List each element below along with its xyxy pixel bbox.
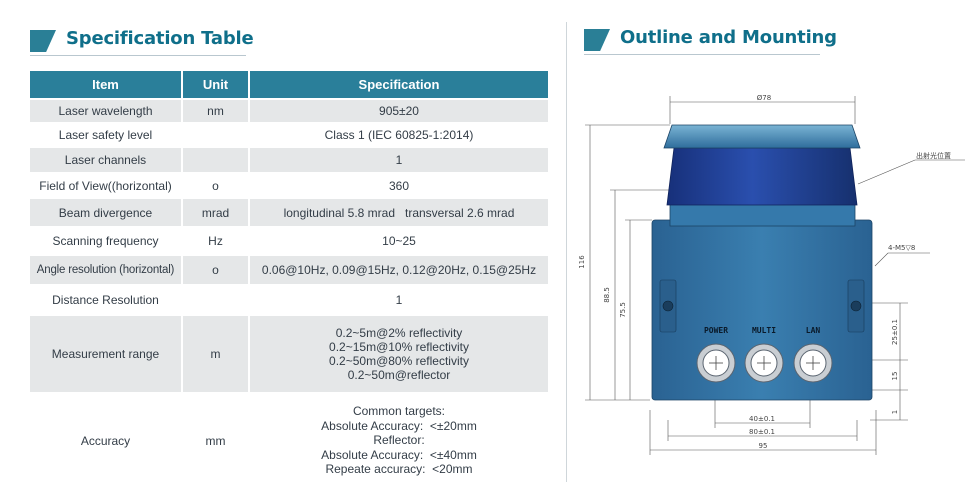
connector-multi-icon [744,343,784,383]
table-row: Laser channels 1 [30,146,548,173]
sensor-dome [666,147,858,206]
dim-95: 95 [759,442,768,450]
dim-15: 15 [891,372,899,381]
row-unit [182,284,250,315]
port-label-lan: LAN [806,326,821,335]
table-row: Field of View((horizontal) o 360 [30,172,548,198]
row-unit: o [182,254,250,285]
row-item: Angle resolution (horizontal) [30,254,183,285]
sensor-cap [663,124,861,149]
table-row: Measurement range m 0.2~5m@2% reflectivi… [30,314,548,393]
row-item: Scanning frequency [30,226,183,255]
row-unit: nm [182,98,250,123]
row-spec: 1 [249,146,548,173]
dim-1: 1 [891,410,899,414]
spec-section-title: Specification Table [66,28,254,49]
dim-40: 40±0.1 [749,415,775,423]
connector-power-icon [696,343,736,383]
section-underline [584,54,820,55]
table-row: Laser wavelength nm 905±20 [30,98,548,123]
table-row: Distance Resolution 1 [30,284,548,315]
dim-body-height: 88.5 [603,287,611,303]
row-spec: 1 [249,284,548,315]
row-unit: Hz [182,226,250,255]
header-unit: Unit [182,71,250,99]
table-row: Scanning frequency Hz 10~25 [30,226,548,255]
table-row: Beam divergence mrad longitudinal 5.8 mr… [30,197,548,227]
section-underline [30,55,246,56]
row-unit: m [182,314,250,393]
table-row: Laser safety level Class 1 (IEC 60825-1:… [30,122,548,147]
row-unit [182,122,250,147]
row-item: Measurement range [30,314,183,393]
outline-section-header: Outline and Mounting [584,27,837,55]
spec-line: 0.2~50m@80% reflectivity [329,354,469,368]
spec-line: Common targets: [352,404,446,419]
dim-top-diameter: Ø78 [757,94,771,102]
table-row: Accuracy mm Common targets: Absolute Acc… [30,392,548,486]
spec-line: Absolute Accuracy: <±40mm [321,447,477,462]
mount-hole-icon [662,300,674,312]
table-row: Angle resolution (horizontal) o 0.06@10H… [30,254,548,285]
row-item: Laser safety level [30,122,183,147]
dim-25: 25±0.1 [891,319,899,345]
row-item: Accuracy [30,392,183,486]
outline-section-title: Outline and Mounting [620,27,837,48]
outline-drawing: POWER MULTI LAN Ø78 116 88.5 75.5 40±0.1… [578,94,965,455]
row-item: Field of View((horizontal) [30,172,183,198]
section-flag-icon [584,29,610,51]
dim-overall-height: 116 [578,255,586,269]
row-item: Laser wavelength [30,98,183,123]
dimension-lines [585,96,965,455]
row-spec: 905±20 [249,98,548,123]
row-spec: 10~25 [249,226,548,255]
header-specification: Specification [249,71,548,99]
row-spec: Common targets: Absolute Accuracy: <±20m… [249,392,548,486]
spec-line: 0.2~50m@reflector [347,368,451,382]
table-header-row: Item Unit Specification [30,71,548,99]
row-unit: mm [182,392,250,486]
specification-table: Item Unit Specification Laser wavelength… [30,71,548,486]
row-spec: Class 1 (IEC 60825-1:2014) [249,122,548,147]
spec-line: Repeate accuracy: <20mm [325,462,473,477]
spec-line: Absolute Accuracy: <±20mm [321,418,477,433]
dim-base-height: 75.5 [619,302,627,318]
connector-lan-icon [793,343,833,383]
header-item: Item [30,71,183,99]
row-item: Beam divergence [30,197,183,227]
row-item: Laser channels [30,146,183,173]
row-spec: 0.2~5m@2% reflectivity 0.2~15m@10% refle… [249,314,548,393]
row-unit: o [182,172,250,198]
section-flag-icon [30,30,56,52]
row-item: Distance Resolution [30,284,183,315]
row-unit [182,146,250,173]
note-emission-position: 出射光位置 [916,151,951,160]
port-label-power: POWER [704,326,728,335]
spec-line: 0.2~5m@2% reflectivity [335,326,463,340]
spec-line: 0.2~15m@10% reflectivity [329,340,469,354]
row-unit: mrad [182,197,250,227]
row-spec: 0.06@10Hz, 0.09@15Hz, 0.12@20Hz, 0.15@25… [249,254,548,285]
note-thread: 4-M5▽8 [888,244,915,252]
column-divider [566,22,567,482]
port-label-multi: MULTI [752,326,776,335]
row-spec: 360 [249,172,548,198]
spec-section-header: Specification Table [30,28,254,56]
spec-line: Reflector: [373,433,425,448]
dim-80: 80±0.1 [749,428,775,436]
row-spec: longitudinal 5.8 mrad transversal 2.6 mr… [249,197,548,227]
mount-hole-icon [850,300,862,312]
